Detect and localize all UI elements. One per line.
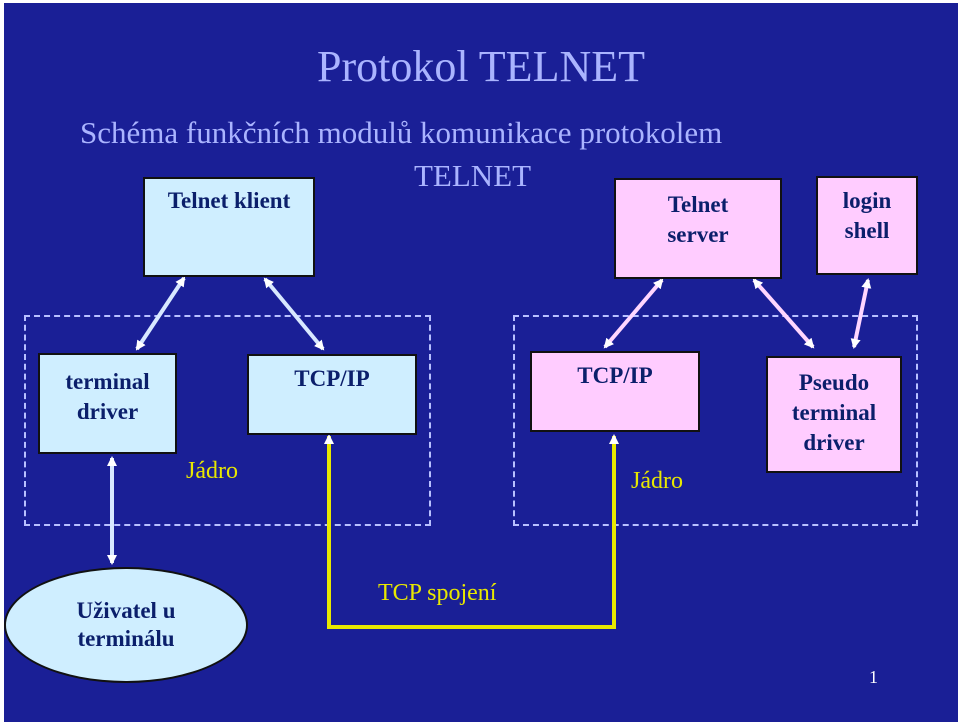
tcpip-left-box: TCP/IP [247, 354, 417, 435]
page-number: 1 [869, 667, 878, 687]
telnet-klient-label: Telnet klient [167, 188, 291, 213]
pseudo-driver-label-1: Pseudo [798, 370, 870, 395]
server-kernel-label: Jádro [631, 468, 683, 494]
klient-terminal-driver-arrow [135, 276, 186, 351]
tcp-connection-line [324, 434, 619, 629]
tcpip-right-label: TCP/IP [577, 363, 653, 388]
login-shell-label-2: shell [844, 217, 890, 243]
user-label-1: Uživatel u [76, 598, 176, 624]
login-shell-label-1: login [842, 188, 892, 213]
klient-tcpip-arrow [263, 277, 325, 351]
tcpip-right-box: TCP/IP [530, 351, 700, 432]
tcp-connection-label: TCP spojení [378, 580, 497, 606]
pseudo-terminal-driver-box: Pseudo terminal driver [766, 356, 902, 473]
slide-subtitle: Schéma funkčních modulů komunikace proto… [80, 115, 723, 150]
terminal-driver-label-1: terminal [65, 369, 150, 394]
user-label-2: terminálu [77, 626, 175, 651]
pseudo-driver-label-3: driver [803, 429, 865, 455]
telnet-klient-box: Telnet klient [143, 177, 315, 277]
login-shell-box: login shell [816, 176, 918, 275]
user-terminal-node: Uživatel u terminálu [4, 567, 248, 683]
client-kernel-region [24, 315, 431, 526]
telnet-server-box: Telnet server [614, 178, 782, 279]
telnet-server-label-2: server [667, 221, 729, 247]
slide-subtitle-continued: TELNET [414, 158, 532, 193]
pseudo-driver-label-2: terminal [791, 399, 877, 425]
diagram-connectors [107, 276, 872, 629]
slide: Protokol TELNET Schéma funkčních modulů … [4, 3, 958, 722]
server-kernel-region [513, 315, 918, 526]
terminal-driver-box: terminal driver [38, 353, 177, 454]
slide-title: Protokol TELNET [317, 42, 645, 91]
tcpip-left-label: TCP/IP [294, 366, 370, 391]
client-kernel-label: Jádro [186, 458, 238, 484]
telnet-server-label-1: Telnet [667, 192, 729, 217]
shell-pseudo-driver-arrow [850, 278, 872, 349]
server-tcpip-arrow [603, 278, 664, 349]
server-pseudo-driver-arrow [752, 278, 815, 349]
terminal-driver-label-2: driver [76, 398, 139, 424]
